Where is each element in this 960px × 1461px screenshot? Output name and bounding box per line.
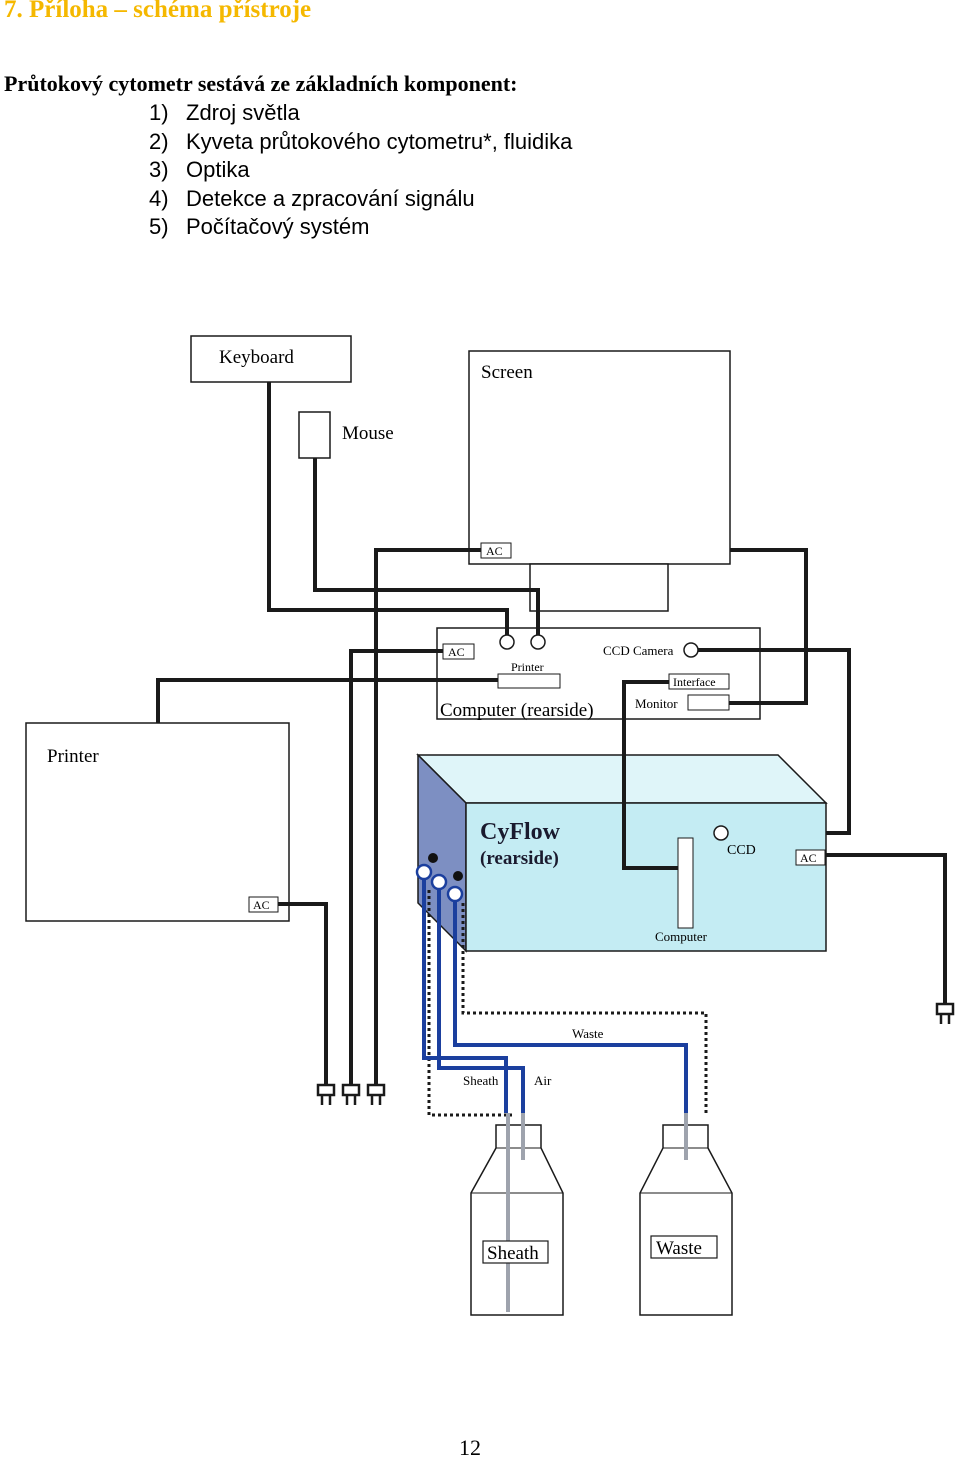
sheath-tube-port xyxy=(415,863,433,881)
printer-label: Printer xyxy=(47,746,99,767)
cyflow-ac-cable xyxy=(826,853,947,1004)
screen-ac-label: AC xyxy=(486,544,503,558)
cyflow-computer-label: Computer xyxy=(655,929,708,944)
power-plug-icon xyxy=(366,1083,386,1105)
printer-ac-label: AC xyxy=(253,898,270,912)
waste-bottle-label-box xyxy=(650,1235,718,1259)
list-item: 5)Počítačový systém xyxy=(149,214,370,239)
computer-ac-label: AC xyxy=(448,645,465,659)
monitor-cable xyxy=(729,548,808,705)
power-plug-icon xyxy=(316,1083,336,1105)
intro-text: Průtokový cytometr sestává ze základních… xyxy=(4,71,518,96)
cyflow-ac-label: AC xyxy=(800,851,817,865)
waste-tube-label: Waste xyxy=(572,1026,604,1041)
cyflow-rearside-label: (rearside) xyxy=(480,848,559,869)
fluid-port-dark xyxy=(453,871,463,881)
air-tube xyxy=(437,883,525,1113)
ccd-camera-label: CCD Camera xyxy=(603,643,674,658)
waste-line-housing xyxy=(461,903,708,1113)
computer-rearside-label: Computer (rearside) xyxy=(440,700,594,721)
computer-ac-cable xyxy=(349,649,443,1085)
ccd-port xyxy=(713,825,729,841)
fluid-port-dark xyxy=(428,853,438,863)
ccd-label: CCD xyxy=(727,843,756,858)
waste-tube-port xyxy=(446,885,464,903)
printer-box xyxy=(25,722,290,922)
keyboard-label: Keyboard xyxy=(219,347,294,368)
mouse-port xyxy=(530,634,546,650)
air-tube-label: Air xyxy=(534,1073,552,1088)
mouse-label: Mouse xyxy=(342,423,394,444)
printer-data-cable xyxy=(156,678,498,723)
page-number: 12 xyxy=(459,1435,481,1460)
waste-bottle xyxy=(639,1124,733,1316)
waste-tube xyxy=(453,895,688,1113)
sheath-tube-label: Sheath xyxy=(463,1073,499,1088)
monitor-port xyxy=(687,694,730,711)
screen-stand xyxy=(529,563,669,612)
page-heading: 7. Příloha – schéma přístroje xyxy=(4,0,312,23)
screen-label: Screen xyxy=(481,362,533,383)
mouse-box xyxy=(298,411,331,459)
computer-printer-port-label: Printer xyxy=(511,660,544,674)
screen-ac-cable xyxy=(374,548,481,1085)
sheath-bottle-label: Sheath xyxy=(487,1243,539,1264)
printer-port xyxy=(497,673,561,689)
keyboard-port xyxy=(499,634,515,650)
interface-cable xyxy=(622,680,678,870)
sheath-tube xyxy=(422,873,508,1113)
component-list: 1)Zdroj světla 2)Kyveta průtokového cyto… xyxy=(149,99,572,242)
ccd-camera-port xyxy=(683,642,699,658)
sheath-line-housing xyxy=(427,890,512,1117)
list-item: 4)Detekce a zpracování signálu xyxy=(149,185,475,211)
power-plug-icon xyxy=(341,1083,361,1105)
printer-ac-cable xyxy=(278,902,328,1085)
cyflow-front-face xyxy=(465,802,827,952)
computer-interface-slot xyxy=(677,837,694,929)
power-plug-icon xyxy=(935,1002,955,1024)
cyflow-ac-socket xyxy=(795,849,826,866)
waste-bottle-label: Waste xyxy=(656,1238,702,1259)
cyflow-title: CyFlow xyxy=(480,819,561,845)
sheath-bottle xyxy=(470,1124,564,1316)
list-item: 3)Optika xyxy=(149,157,250,182)
monitor-label: Monitor xyxy=(635,696,678,711)
mouse-cable xyxy=(313,458,540,635)
screen-box xyxy=(468,350,731,565)
air-tube-port xyxy=(430,873,448,891)
keyboard-box xyxy=(190,335,352,383)
list-item: 1)Zdroj světla xyxy=(149,100,300,125)
list-item: 2)Kyveta průtokového cytometru*, fluidik… xyxy=(149,128,573,154)
sheath-bottle-label-box xyxy=(482,1240,549,1264)
interface-label: Interface xyxy=(673,675,716,689)
keyboard-cable xyxy=(267,382,509,635)
